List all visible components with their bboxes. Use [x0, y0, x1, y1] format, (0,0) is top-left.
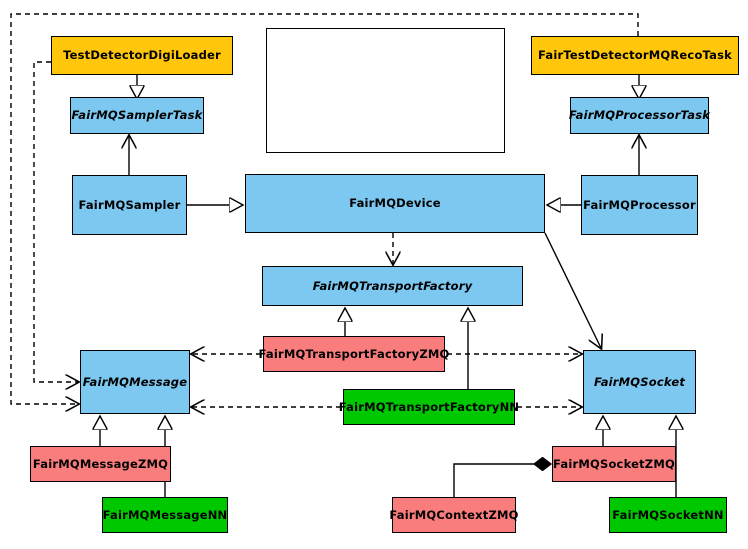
class-node-fairmq-processor-task[interactable]: FairMQProcessorTask — [569, 97, 710, 134]
class-node-fairmq-processor[interactable]: FairMQProcessor — [581, 175, 698, 235]
class-node-fairmq-sampler[interactable]: FairMQSampler — [72, 175, 187, 235]
class-node-fairmq-device[interactable]: FairMQDevice — [245, 174, 545, 233]
class-node-fairmq-context-zmq[interactable]: FairMQContextZMQ — [389, 497, 518, 533]
class-node-fairmq-transport-factory[interactable]: FairMQTransportFactory — [262, 266, 523, 306]
edge-device-to-socket — [544, 232, 601, 348]
class-node-fairmq-socket-zmq[interactable]: FairMQSocketZMQ — [552, 446, 676, 482]
class-node-fairmq-message[interactable]: FairMQMessage — [80, 350, 190, 414]
class-node-fairmq-message-nn[interactable]: FairMQMessageNN — [102, 497, 228, 533]
class-node-fairmq-socket-nn[interactable]: FairMQSocketNN — [609, 497, 727, 533]
legend-panel — [266, 28, 505, 153]
class-node-fair-test-detector-mq-reco-task[interactable]: FairTestDetectorMQRecoTask — [531, 36, 739, 75]
edge-contextzmq-to-socketzmq — [453, 464, 551, 497]
class-node-test-detector-digi-loader[interactable]: TestDetectorDigiLoader — [51, 36, 233, 75]
class-node-fairmq-sampler-task[interactable]: FairMQSamplerTask — [70, 97, 204, 134]
class-node-fairmq-socket[interactable]: FairMQSocket — [583, 350, 696, 414]
class-node-fairmq-message-zmq[interactable]: FairMQMessageZMQ — [30, 446, 171, 482]
class-node-fairmq-transport-factory-zmq[interactable]: FairMQTransportFactoryZMQ — [259, 336, 449, 372]
class-node-fairmq-transport-factory-nn[interactable]: FairMQTransportFactoryNN — [339, 389, 519, 425]
